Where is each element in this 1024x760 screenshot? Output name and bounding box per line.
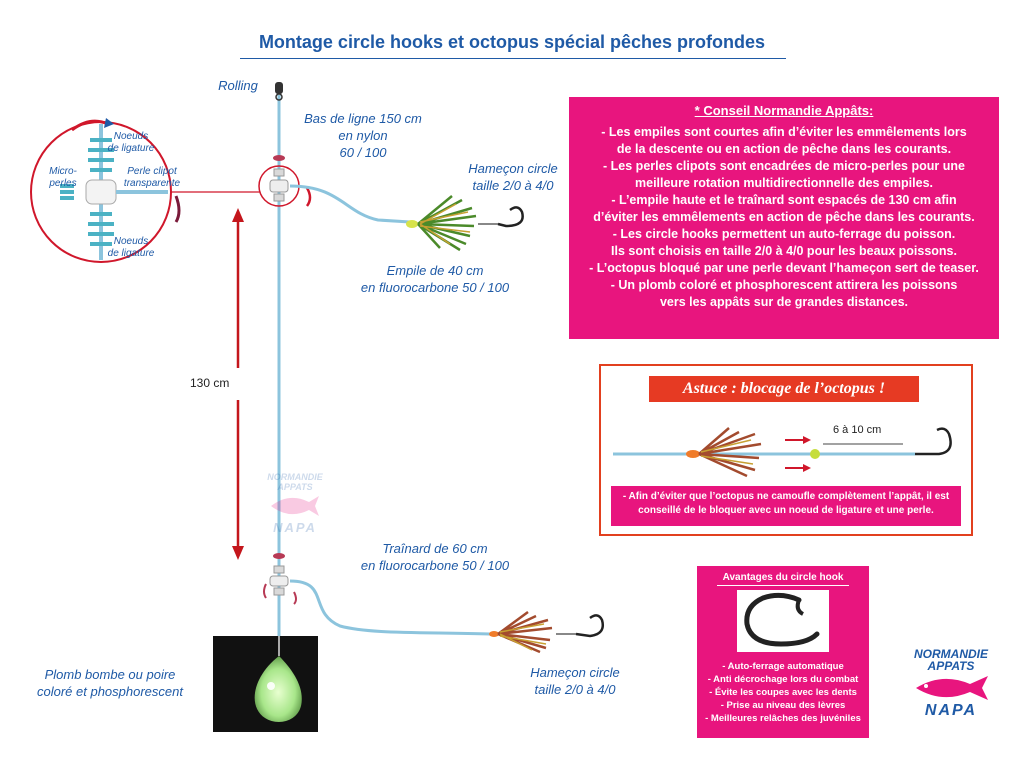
zoom-noeuds-top-label: Noeuds de ligature (106, 131, 156, 155)
zoom-perle-clipot-line2: transparente (123, 178, 181, 189)
conseil-line: vers les appâts sur de grandes distances… (659, 295, 909, 309)
empile-line (289, 184, 411, 224)
trainard-line1: Traînard de 60 cm (382, 541, 488, 556)
conseil-line: - Un plomb coloré et phosphorescent atti… (610, 278, 958, 292)
trainard-line (289, 579, 491, 636)
zoom-noeuds-top-line1: Noeuds (113, 131, 149, 142)
phosphorescent-lead-icon (254, 636, 302, 722)
trainard-line2: en fluorocarbone 50 / 100 (360, 558, 510, 573)
astuce-text-line1: - Afin d’éviter que l’octopus ne camoufl… (622, 491, 950, 502)
conseil-heading: * Conseil Normandie Appâts: (694, 103, 874, 118)
logo-top-line1: NORMANDIE (914, 647, 988, 661)
conseil-line: - Les empiles sont courtes afin d’éviter… (601, 125, 967, 139)
distance-arrow (232, 208, 244, 560)
conseil-line: - L’octopus bloqué par une perle devant … (589, 261, 979, 275)
avantages-item: - Auto-ferrage automatique (722, 661, 844, 672)
conseil-line: Ils sont choisis en taille 2/0 à 4/0 pou… (611, 244, 957, 258)
avantages-box: Avantages du circle hook - Auto-ferrage … (697, 566, 869, 738)
hamecon-top-line2: taille 2/0 à 4/0 (472, 178, 554, 193)
bas-de-ligne-line3: 60 / 100 (339, 145, 387, 160)
empile-label: Empile de 40 cm en fluorocarbone 50 / 10… (350, 262, 520, 296)
conseil-line: - L’empile haute et le traînard sont esp… (611, 193, 957, 207)
avantages-item: - Meilleures relâches des juvéniles (705, 713, 861, 724)
rolling-swivel (275, 82, 283, 101)
octopus-lure-bottom (489, 610, 604, 654)
zoom-noeuds-bottom-label: Noeuds de ligature (106, 236, 156, 260)
avantages-item: - Évite les coupes avec les dents (709, 687, 857, 698)
rolling-label: Rolling (218, 78, 258, 93)
bas-de-ligne-line1: Bas de ligne 150 cm (304, 111, 422, 126)
conseil-box: * Conseil Normandie Appâts: - Les empile… (569, 97, 999, 339)
octopus-lure-top (406, 195, 524, 252)
plomb-line1: Plomb bombe ou poire (44, 667, 176, 682)
watermark-top-line2: APPATS (277, 482, 313, 492)
distance-label: 130 cm (190, 376, 230, 390)
zoom-perle-clipot-label: Perle clipot transparente (122, 166, 182, 190)
plomb-label: Plomb bombe ou poire coloré et phosphore… (30, 666, 190, 700)
page-title: Montage circle hooks et octopus spécial … (258, 32, 766, 52)
hamecon-bottom-label: Hameçon circle taille 2/0 à 4/0 (520, 664, 630, 698)
hamecon-bottom-line1: Hameçon circle (530, 665, 620, 680)
circle-hook-icon (744, 592, 820, 647)
logo-text-top: NORMANDIE APPATS (906, 648, 996, 672)
avantages-list: - Auto-ferrage automatique - Anti décroc… (697, 660, 869, 725)
logo-top-line2: APPATS (927, 659, 975, 673)
watermark-text-top: NORMANDIE APPATS (255, 472, 335, 492)
upper-bead-assembly (258, 155, 312, 207)
bas-de-ligne-line2: en nylon (338, 128, 388, 143)
avantages-item: - Prise au niveau des lèvres (720, 700, 846, 711)
watermark-text-bottom: NAPA (273, 520, 317, 535)
astuce-diagram (613, 427, 952, 478)
zoom-noeuds-bottom-line1: Noeuds (113, 236, 149, 247)
circle-hook-image (737, 590, 829, 652)
zoom-noeuds-bottom-line2: de ligature (107, 248, 155, 259)
astuce-distance-label: 6 à 10 cm (833, 424, 882, 436)
empile-line2: en fluorocarbone 50 / 100 (360, 280, 510, 295)
avantages-title: Avantages du circle hook (722, 572, 844, 583)
empile-line1: Empile de 40 cm (386, 263, 484, 278)
zoom-perle-clipot-line1: Perle clipot (127, 166, 177, 177)
astuce-title: Astuce : blocage de l’octopus ! (649, 376, 919, 402)
hamecon-top-label: Hameçon circle taille 2/0 à 4/0 (458, 160, 568, 194)
logo-fish-icon (916, 676, 988, 700)
watermark-logo: NORMANDIE APPATS NAPA (255, 470, 335, 540)
zoom-detail (30, 118, 260, 263)
trainard-label: Traînard de 60 cm en fluorocarbone 50 / … (350, 540, 520, 574)
conseil-line: - Les perles clipots sont encadrées de m… (603, 159, 965, 173)
watermark-fish-icon (271, 496, 319, 516)
conseil-line: d’éviter les emmêlements en action de pê… (593, 210, 975, 224)
conseil-line: meilleure rotation multidirectionnelle d… (635, 176, 933, 190)
avantages-item: - Anti décrochage lors du combat (707, 674, 859, 685)
conseil-line: de la descente ou en action de pêche dan… (616, 142, 952, 156)
normandie-appats-logo: NORMANDIE APPATS NAPA (906, 646, 996, 720)
lower-bead-assembly (263, 553, 297, 605)
logo-text-bottom: NAPA (924, 702, 978, 719)
watermark-top-line1: NORMANDIE (267, 472, 323, 482)
avantages-title-underline (717, 585, 849, 586)
hamecon-bottom-line2: taille 2/0 à 4/0 (534, 682, 616, 697)
astuce-text: - Afin d’éviter que l’octopus ne camoufl… (611, 486, 961, 526)
plomb-line2: coloré et phosphorescent (37, 684, 183, 699)
zoom-noeuds-top-line2: de ligature (107, 143, 155, 154)
title-underline (240, 58, 786, 59)
hamecon-top-line1: Hameçon circle (468, 161, 558, 176)
astuce-box: Astuce : blocage de l’octopus ! 6 à 10 c… (599, 364, 973, 536)
lead-sinker-photo (213, 636, 318, 732)
conseil-line: - Les circle hooks permettent un auto-fe… (612, 227, 956, 241)
bas-de-ligne-label: Bas de ligne 150 cm en nylon 60 / 100 (298, 110, 428, 161)
astuce-text-line2: conseillé de le bloquer avec un noeud de… (638, 505, 934, 516)
zoom-micro-perles-label: Micro-perles (49, 166, 77, 189)
